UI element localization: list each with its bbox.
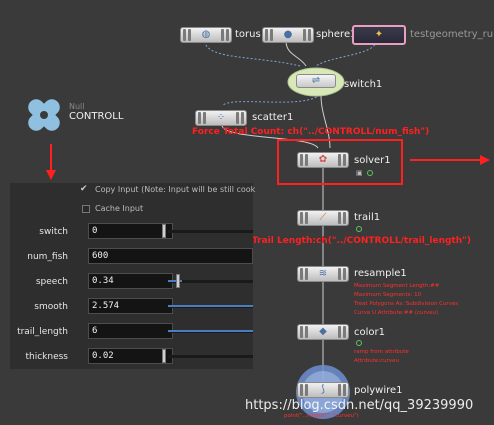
param-label: thickness [25, 352, 68, 362]
trail-label: trail1 [354, 212, 381, 223]
switch-slider-track[interactable] [168, 230, 253, 233]
null-label: CONTROLL [69, 111, 124, 122]
trail-node[interactable]: ⟋ [297, 210, 349, 226]
param-label: switch [39, 227, 68, 237]
param-label: smooth [34, 302, 68, 312]
param-label: speech [35, 277, 68, 287]
controll-null-node[interactable] [25, 97, 65, 135]
speech-field[interactable]: 0.34 [88, 273, 173, 289]
color-note-line: ramp from attribute [354, 349, 409, 355]
smooth-slider-fill [168, 305, 253, 307]
sphere-node[interactable]: ● [262, 27, 314, 43]
scatter-icon: ⁘ [216, 112, 226, 123]
speech-slider-track[interactable] [168, 280, 253, 283]
parameter-panel: ✔ Copy Input (Note: Input will be still … [10, 183, 256, 369]
copy-input-label[interactable]: Copy Input (Note: Input will be still co… [95, 185, 256, 194]
resample-note-line: Curve U Attribute:## (curveu) [354, 310, 439, 316]
color-note: ramp from attribute Attribute:curveu [354, 348, 409, 366]
switch-label: switch1 [344, 79, 383, 90]
switch-slider-knob[interactable] [162, 224, 166, 238]
switch-field[interactable]: 0 [88, 223, 173, 239]
null-type-label: Null [69, 102, 85, 111]
speech-slider-fill [168, 280, 182, 282]
smooth-field[interactable]: 2.574 [88, 298, 173, 314]
resample-icon: ≋ [318, 268, 328, 279]
polywire-label: polywire1 [354, 385, 403, 396]
solver-icon: ✿ [318, 154, 328, 165]
trail-length-field[interactable]: 6 [88, 323, 173, 339]
param-label: num_fish [27, 252, 68, 262]
display-flag-icon[interactable] [367, 170, 373, 176]
lock-icon: ▣ [356, 169, 363, 177]
cache-input-label: Cache Input [95, 204, 144, 213]
polywire-note: point("../(input)", "curveu") [284, 413, 359, 419]
force-count-annotation: Force Total Count: ch("../CONTROLL/num_f… [192, 127, 430, 137]
sphere-label: sphere1 [316, 29, 357, 40]
scatter-label: scatter1 [252, 112, 294, 123]
torus-node[interactable]: ◍ [180, 27, 232, 43]
switch-node[interactable]: ⇌ [296, 74, 336, 88]
param-label: trail_length [17, 327, 68, 337]
cache-input-checkbox[interactable] [82, 205, 90, 213]
testgeometry-node[interactable]: ✦ [352, 25, 406, 45]
resample-note-line: Maximum Segment Length:## [354, 283, 440, 289]
watermark: https://blog.csdn.net/qq_39239990 [245, 398, 474, 413]
thickness-slider-knob[interactable] [162, 349, 166, 363]
color-note-line: Attribute:curveu [354, 358, 400, 364]
polywire-node[interactable]: ⟆ [297, 382, 349, 398]
polywire-icon: ⟆ [321, 384, 325, 395]
thickness-slider-track[interactable] [168, 355, 253, 358]
solver-node[interactable]: ✿ [297, 152, 349, 168]
resample-label: resample1 [354, 268, 407, 279]
color-flag-icon[interactable] [356, 340, 362, 346]
resample-note-line: Maximum Segments: 10 [354, 292, 422, 298]
color-node[interactable]: ◆ [297, 324, 349, 340]
num-fish-field[interactable]: 600 [88, 248, 253, 264]
torus-icon: ◍ [201, 29, 211, 40]
color-label: color1 [354, 327, 385, 338]
trail-icon: ⟋ [319, 212, 327, 223]
speech-slider-knob[interactable] [176, 274, 180, 288]
resample-note-line: Treat Polygons As: Subdivision Curves [354, 301, 459, 307]
thickness-field[interactable]: 0.02 [88, 348, 173, 364]
checkmark-icon: ✔ [80, 184, 88, 194]
trail-length-annotation: Trail Length:ch("../CONTROLL/trail_lengt… [252, 236, 471, 246]
solver-label: solver1 [354, 155, 391, 166]
resample-note: Maximum Segment Length:## Maximum Segmen… [354, 282, 458, 318]
resample-node[interactable]: ≋ [297, 266, 349, 282]
trail-flag-icon[interactable] [356, 226, 362, 232]
testgeometry-icon: ✦ [374, 29, 384, 40]
testgeometry-label: testgeometry_rub [410, 29, 494, 40]
torus-label: torus [235, 29, 261, 40]
sphere-icon: ● [283, 29, 293, 40]
color-icon: ◆ [319, 326, 327, 337]
trail-length-slider-fill [168, 330, 253, 332]
scatter-node[interactable]: ⁘ [195, 110, 247, 126]
switch-icon: ⇌ [311, 75, 321, 86]
